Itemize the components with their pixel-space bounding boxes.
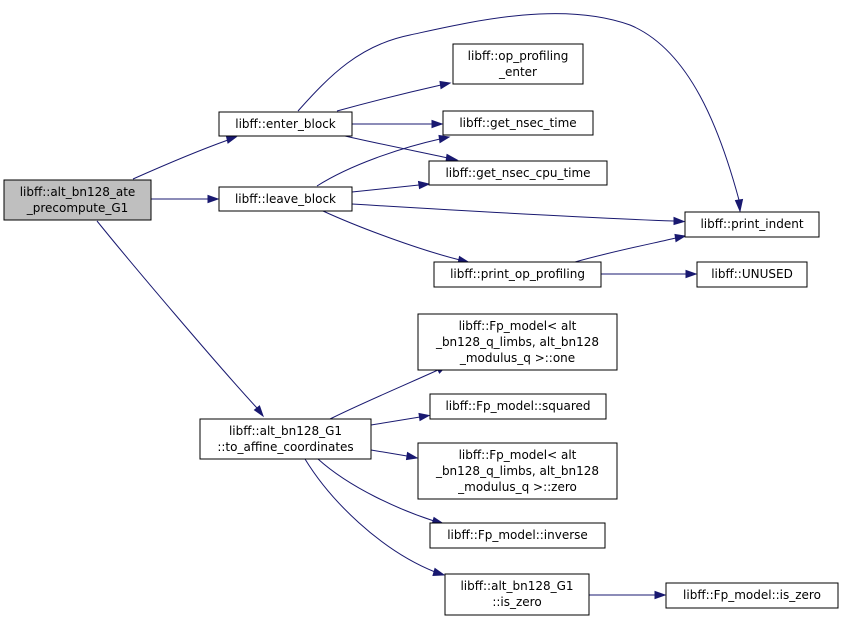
edge-to-affine-g1-is-zero <box>304 458 446 577</box>
node-label-line: libff::enter_block <box>235 117 336 131</box>
edge-root-enter-block <box>132 135 238 180</box>
node-label-line: libff::alt_bn128_ate <box>20 185 136 199</box>
node-label-line: libff::print_op_profiling <box>450 267 585 281</box>
edge-root-to-affine <box>96 220 264 418</box>
node-label-line: libff::Fp_model< alt <box>459 319 577 333</box>
node-label-line: _bn128_q_limbs, alt_bn128 <box>435 464 599 478</box>
node-get-nsec-cpu-time[interactable]: libff::get_nsec_cpu_time <box>428 160 608 186</box>
node-label-line: _modulus_q >::one <box>459 351 575 365</box>
node-label-line: libff::get_nsec_time <box>459 116 576 130</box>
edge-leave-block-print-op-profiling <box>322 210 471 265</box>
edge-to-affine-fp-one <box>329 365 448 420</box>
node-label-line: _bn128_q_limbs, alt_bn128 <box>435 335 599 349</box>
edge-print-op-profiling-unused <box>601 269 698 279</box>
edge-to-affine-fp-zero <box>370 449 419 461</box>
node-label-line: _enter <box>498 65 537 79</box>
node-op-profiling-enter[interactable]: libff::op_profiling _enter <box>452 43 584 85</box>
node-label-line: libff::alt_bn128_G1 <box>460 579 573 593</box>
edges <box>96 13 744 600</box>
node-alt-bn128-g1-is-zero[interactable]: libff::alt_bn128_G1 ::is_zero <box>444 573 590 616</box>
edge-print-op-profiling-print-indent <box>574 233 687 263</box>
node-leave-block[interactable]: libff::leave_block <box>218 186 353 212</box>
edge-g1-is-zero-fp-is-zero <box>589 590 667 600</box>
node-fp-model-inverse[interactable]: libff::Fp_model::inverse <box>429 522 606 549</box>
nodes: libff::alt_bn128_ate _precompute_G1 libf… <box>3 43 839 616</box>
node-fp-model-one[interactable]: libff::Fp_model< alt _bn128_q_limbs, alt… <box>417 313 618 371</box>
node-unused[interactable]: libff::UNUSED <box>696 261 808 288</box>
node-label-line: _precompute_G1 <box>26 201 129 215</box>
node-label-line: libff::op_profiling <box>468 49 569 63</box>
node-get-nsec-time[interactable]: libff::get_nsec_time <box>442 110 594 136</box>
node-label-line: libff::alt_bn128_G1 <box>229 424 342 438</box>
edge-enter-block-print-indent <box>297 13 744 213</box>
node-label-line: libff::get_nsec_cpu_time <box>445 166 590 180</box>
edge-leave-block-get-nsec-cpu-time <box>351 180 431 193</box>
node-label-line: libff::Fp_model::is_zero <box>683 588 821 602</box>
edge-enter-block-op-profiling-enter <box>336 80 452 112</box>
edge-to-affine-fp-squared <box>370 412 431 426</box>
node-label-line: _modulus_q >::zero <box>457 480 577 494</box>
node-fp-model-zero[interactable]: libff::Fp_model< alt _bn128_q_limbs, alt… <box>417 442 618 500</box>
node-label-line: libff::Fp_model::squared <box>445 399 590 413</box>
node-label-line: ::to_affine_coordinates <box>217 440 353 454</box>
node-fp-model-squared[interactable]: libff::Fp_model::squared <box>429 393 607 420</box>
node-to-affine-coordinates[interactable]: libff::alt_bn128_G1 ::to_affine_coordina… <box>199 418 372 460</box>
edge-enter-block-get-nsec-cpu-time <box>344 135 459 163</box>
edge-leave-block-get-nsec-time <box>316 134 451 187</box>
node-label-line: ::is_zero <box>492 595 541 609</box>
node-print-op-profiling[interactable]: libff::print_op_profiling <box>433 261 602 288</box>
node-label-line: libff::UNUSED <box>711 267 793 281</box>
node-enter-block[interactable]: libff::enter_block <box>218 111 353 137</box>
node-print-indent[interactable]: libff::print_indent <box>684 211 820 238</box>
edge-root-leave-block <box>151 194 220 204</box>
node-label-line: libff::print_indent <box>700 217 803 231</box>
edge-leave-block-print-indent <box>351 203 686 226</box>
node-label-line: libff::Fp_model< alt <box>459 448 577 462</box>
node-alt-bn128-ate-precompute-g1[interactable]: libff::alt_bn128_ate _precompute_G1 <box>3 179 152 221</box>
node-label-line: libff::Fp_model::inverse <box>447 528 588 542</box>
edge-enter-block-get-nsec-time <box>352 119 444 129</box>
node-label-line: libff::leave_block <box>235 192 336 206</box>
node-fp-model-is-zero[interactable]: libff::Fp_model::is_zero <box>665 582 839 609</box>
